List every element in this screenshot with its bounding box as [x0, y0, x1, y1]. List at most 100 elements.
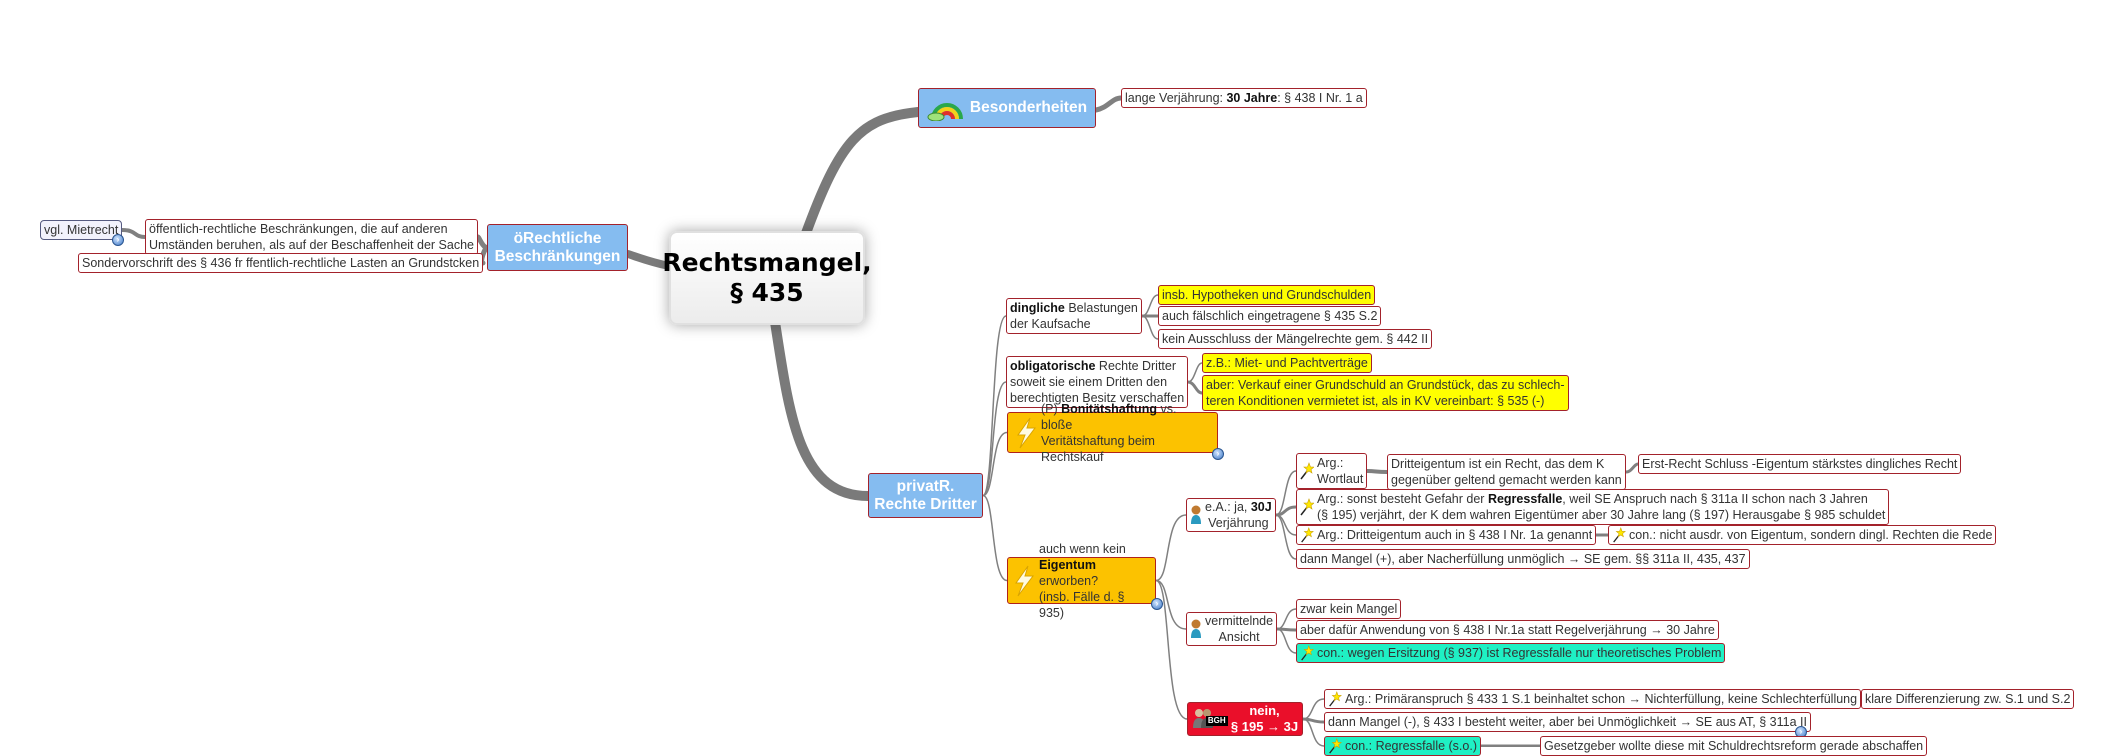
connector-line: [982, 381, 1007, 497]
text: vermittelnde Ansicht: [1205, 614, 1274, 644]
connector-line: [1155, 514, 1187, 582]
topic-besonderheiten[interactable]: Besonderheiten: [918, 88, 1096, 128]
text-bold: Regressfalle: [1487, 492, 1563, 506]
magic-wand-icon: [1329, 738, 1342, 754]
text-bold: Bonitätshaftung: [1061, 401, 1157, 416]
topic-privatr-rechte-dritter[interactable]: privatR. Rechte Dritter: [868, 473, 983, 518]
note-anwendung-438[interactable]: aber dafür Anwendung von § 438 I Nr.1a s…: [1296, 620, 1719, 640]
connector-line: [982, 315, 1007, 497]
opinion-vermittelnde-ansicht[interactable]: vermittelnde Ansicht: [1186, 612, 1278, 646]
con-nicht-ausdruecklich[interactable]: con.: nicht ausdr. von Eigentum, sondern…: [1608, 525, 1997, 545]
topic-label: öRechtliche Beschränkungen: [494, 229, 621, 265]
rainbow-icon: [927, 103, 963, 121]
note-dritteigentum-recht[interactable]: Dritteigentum ist ein Recht, das dem K g…: [1387, 454, 1626, 490]
connector-line: [1274, 505, 1298, 517]
text: dann Mangel (+), aber Nacherfüllung unmö…: [1300, 552, 1746, 566]
text: klare Differenzierung zw. S.1 und S.2: [1865, 692, 2071, 706]
note-sondervorschrift-436[interactable]: Sondervorschrift des § 436 fr ffentlich-…: [78, 253, 484, 273]
text: Arg.: Primäranspruch § 433 1 S.1 beinhal…: [1345, 692, 1858, 706]
topic-oerechtliche-beschraenkungen[interactable]: öRechtliche Beschränkungen: [487, 224, 628, 271]
con-regressfalle[interactable]: con.: Regressfalle (s.o.): [1324, 736, 1481, 756]
connector-line: [1302, 718, 1325, 747]
note-grundschuld-verkauf[interactable]: aber: Verkauf einer Grundschuld an Grund…: [1202, 375, 1569, 411]
magic-wand-icon: [1301, 527, 1314, 543]
text: Arg.: sonst besteht Gefahr der: [1317, 492, 1488, 506]
argument-primaeranspruch[interactable]: Arg.: Primäranspruch § 433 1 S.1 beinhal…: [1324, 689, 1862, 709]
lightning-icon: [1015, 565, 1034, 596]
text: Arg.: Wortlaut: [1317, 456, 1364, 486]
connector-line: [982, 494, 1008, 582]
text: auch fälschlich eingetragene § 435 S.2: [1162, 309, 1378, 323]
person-icon: [1191, 505, 1201, 524]
note-faelschlich-eingetragen[interactable]: auch fälschlich eingetragene § 435 S.2: [1158, 306, 1382, 326]
note-gesetzgeber[interactable]: Gesetzgeber wollte diese mit Schuldrecht…: [1540, 736, 1928, 756]
magic-wand-icon: [1329, 691, 1342, 707]
text: vgl. Mietrecht: [44, 223, 119, 237]
magic-wand-icon: [1300, 498, 1314, 516]
connector-line: [624, 250, 673, 270]
magic-wand-icon: [1613, 527, 1626, 543]
argument-wortlaut[interactable]: Arg.: Wortlaut: [1296, 453, 1368, 489]
connector-line: [770, 317, 873, 501]
text: zwar kein Mangel: [1300, 602, 1398, 616]
con-ersitzung[interactable]: con.: wegen Ersitzung (§ 937) ist Regres…: [1296, 643, 1726, 663]
text-bold: 30 Jahre: [1226, 91, 1278, 105]
text: Belastungen der Kaufsache: [1010, 301, 1138, 331]
connector-line: [1141, 315, 1159, 340]
text: dann Mangel (-), § 433 I besteht weiter,…: [1328, 715, 1807, 729]
text: auch wenn kein: [1039, 541, 1126, 556]
text: aber: Verkauf einer Grundschuld an Grund…: [1206, 378, 1565, 408]
connector-line: [120, 228, 147, 239]
topic-label: Besonderheiten: [969, 99, 1088, 116]
opinion-ea-30j[interactable]: e.A.: ja, 30J Verjährung: [1186, 498, 1276, 532]
expand-icon[interactable]: ›: [112, 234, 124, 246]
text: con.: wegen Ersitzung (§ 937) ist Regres…: [1317, 646, 1722, 660]
text: Verjährung: [1208, 516, 1269, 530]
note-kein-ausschluss[interactable]: kein Ausschluss der Mängelrechte gem. § …: [1158, 329, 1433, 349]
expand-icon[interactable]: ›: [1212, 448, 1224, 460]
central-topic[interactable]: Rechtsmangel, § 435: [662, 231, 872, 325]
note-dingliche-belastungen[interactable]: dingliche Belastungen der Kaufsache: [1006, 298, 1142, 334]
connector-line: [1365, 469, 1389, 474]
text: z.B.: Miet- und Pachtverträge: [1206, 356, 1368, 370]
text: con.: nicht ausdr. von Eigentum, sondern…: [1629, 528, 1993, 542]
connector-line: [982, 431, 1008, 497]
note-mangel-minus[interactable]: dann Mangel (-), § 433 I besteht weiter,…: [1324, 712, 1811, 732]
bgh-badge: BGH: [1205, 716, 1228, 726]
text: Rechte Dritter soweit sie einem Dritten …: [1010, 359, 1185, 405]
connector-line: [1276, 608, 1297, 630]
note-vgl-mietrecht[interactable]: vgl. Mietrecht: [40, 220, 123, 240]
person-icon: [1191, 619, 1201, 638]
text: öffentlich-rechtliche Beschränkungen, di…: [149, 222, 474, 252]
magic-wand-icon: [1300, 462, 1314, 480]
note-erst-recht-schluss[interactable]: Erst-Recht Schluss -Eigentum stärkstes d…: [1638, 454, 1962, 474]
text: , weil SE Anspruch nach § 311a II schon …: [1317, 492, 1886, 522]
text: aber dafür Anwendung von § 438 I Nr.1a s…: [1300, 623, 1715, 637]
argument-dritteigentum-438[interactable]: Arg.: Dritteigentum auch in § 438 I Nr. …: [1296, 525, 1597, 545]
text-bold: obligatorische: [1010, 359, 1096, 373]
text: nein, § 195 → 3J: [1230, 703, 1299, 734]
note-oeffentlich-rechtliche[interactable]: öffentlich-rechtliche Beschränkungen, di…: [145, 219, 478, 255]
text: Gesetzgeber wollte diese mit Schuldrecht…: [1544, 739, 1924, 753]
note-hypotheken[interactable]: insb. Hypotheken und Grundschulden: [1158, 285, 1376, 305]
note-mangel-plus[interactable]: dann Mangel (+), aber Nacherfüllung unmö…: [1296, 549, 1750, 569]
note-miet-pacht[interactable]: z.B.: Miet- und Pachtverträge: [1202, 353, 1372, 373]
note-obligatorische-rechte[interactable]: obligatorische Rechte Dritter soweit sie…: [1006, 356, 1189, 408]
problem-kein-eigentum[interactable]: auch wenn kein Eigentum erworben? (insb.…: [1007, 542, 1156, 620]
expand-icon[interactable]: ›: [1151, 598, 1163, 610]
connector-line: [1302, 698, 1325, 720]
court-people-icon: BGH: [1192, 707, 1228, 731]
text-bold: dingliche: [1010, 301, 1065, 315]
argument-regressfalle[interactable]: Arg.: sonst besteht Gefahr der Regressfa…: [1296, 489, 1890, 525]
connector-line: [1275, 514, 1297, 560]
note-klare-differenzierung[interactable]: klare Differenzierung zw. S.1 und S.2: [1861, 689, 2075, 709]
text-bold: Eigentum: [1039, 557, 1096, 572]
problem-bonitaetshaftung[interactable]: (P) Bonitätshaftung vs. bloße Veritätsha…: [1007, 402, 1218, 464]
opinion-bgh[interactable]: BGH nein, § 195 → 3J: [1187, 702, 1303, 736]
text: vs. bloße Veritätshaftung beim Rechtskau…: [1041, 401, 1177, 464]
note-lange-verjaehrung[interactable]: lange Verjährung: 30 Jahre: § 438 I Nr. …: [1121, 88, 1367, 108]
topic-label: privatR. Rechte Dritter: [874, 477, 977, 513]
text: : § 438 I Nr. 1 a: [1277, 91, 1363, 105]
note-zwar-kein-mangel[interactable]: zwar kein Mangel: [1296, 599, 1402, 619]
